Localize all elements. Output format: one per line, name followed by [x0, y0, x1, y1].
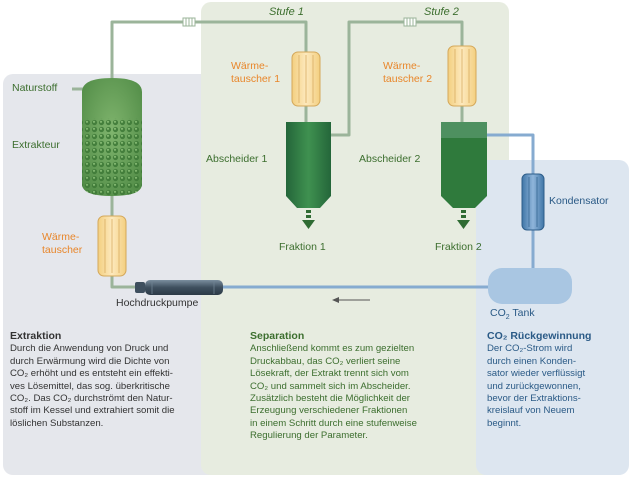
heat-exchanger-2-label-line2: tauscher 2 — [383, 73, 433, 85]
condenser-label: Kondensator — [549, 195, 609, 207]
recovery-line: durch einen Konden- — [487, 355, 577, 367]
separator-2-label: Abscheider 2 — [359, 153, 421, 165]
heat-exchanger-1-label: Wärme- tauscher 1 — [231, 60, 280, 86]
separation-line: CO₂ und sammelt sich im Abscheider. — [250, 380, 411, 392]
separation-description: Separation Anschließend kommt es zum gez… — [250, 330, 417, 443]
heat-exchanger-2 — [447, 45, 477, 107]
extraction-line: ves Lösemittel, das sog. überkritische — [10, 380, 170, 392]
co2-tank-label-suffix: Tank — [509, 307, 535, 319]
fraction-2-arrow — [457, 210, 470, 229]
extraction-line: CO₂ erhöht und es entsteht ein effekti- — [10, 368, 174, 380]
return-pipes — [222, 133, 535, 289]
condenser — [521, 173, 545, 231]
extraction-line: stoff im Kessel und extrahiert somit die — [10, 405, 175, 417]
recovery-line: kreislauf von Neuem — [487, 405, 575, 417]
flow-direction-arrow — [332, 297, 370, 303]
co2-tank-label-prefix: CO — [490, 307, 506, 319]
heat-exchanger-1-label-line2: tauscher 1 — [231, 73, 281, 85]
high-pressure-pump — [135, 280, 223, 295]
pump-label: Hochdruckpumpe — [116, 297, 199, 309]
recovery-heading: CO₂ Rückgewinnung — [487, 330, 592, 342]
separator-2 — [441, 122, 487, 208]
co2-tank — [488, 268, 572, 304]
heat-exchanger-left-label-line1: Wärme- — [42, 231, 80, 243]
heat-exchanger-1-label-line1: Wärme- — [231, 60, 269, 72]
fraction-1-label: Fraktion 1 — [279, 241, 326, 253]
process-pipes — [72, 20, 464, 289]
heat-exchanger-left-label: Wärme- tauscher — [42, 231, 82, 257]
extractor-label: Extrakteur — [12, 139, 60, 151]
recovery-description: CO₂ Rückgewinnung Der CO₂-Strom wird dur… — [487, 330, 591, 430]
separation-line: Lösekraft, der Extrakt trennt sich vom — [250, 368, 409, 380]
extraction-line: löslichen Substanzen. — [10, 417, 104, 429]
recovery-line: und zurückgewonnen, — [487, 380, 581, 392]
heat-exchanger-2-label: Wärme- tauscher 2 — [383, 60, 432, 86]
separation-line: Anschließend kommt es zum gezielten — [250, 343, 415, 355]
co2-tank-label-subscript: 2 — [505, 314, 510, 322]
fraction-2-label: Fraktion 2 — [435, 241, 482, 253]
natural-substance-label: Naturstoff — [12, 82, 58, 94]
extraction-line: Durch die Anwendung von Druck und — [10, 343, 169, 355]
recovery-line: bevor der Extraktions- — [487, 393, 581, 405]
heat-exchanger-1 — [291, 51, 321, 107]
stage-2-label: Stufe 2 — [424, 6, 459, 18]
separator-1-label: Abscheider 1 — [206, 153, 268, 165]
separation-heading: Separation — [250, 330, 305, 342]
heat-exchanger-2-label-line1: Wärme- — [383, 60, 421, 72]
separation-line: in einem Schritt durch eine stufenweise — [250, 417, 417, 429]
fraction-1-arrow — [302, 210, 315, 229]
recovery-panel — [476, 160, 629, 475]
stage-1-label: Stufe 1 — [269, 6, 304, 18]
separation-panel — [201, 2, 509, 475]
extraction-line: CO₂. Das CO₂ durchströmt den Natur- — [10, 393, 173, 405]
extraction-line: durch Erwärmung wird die Dichte von — [10, 355, 170, 367]
recovery-line: beginnt. — [487, 417, 522, 429]
recovery-line: Der CO₂-Strom wird — [487, 343, 573, 355]
separation-line: Druckabbau, das CO₂ verliert seine — [250, 355, 401, 367]
separation-line: Zusätzlich besteht die Möglichkeit der — [250, 393, 410, 405]
separation-line: Regulierung der Parameter. — [250, 430, 368, 442]
extraction-description: Extraktion Durch die Anwendung von Druck… — [10, 330, 175, 430]
separation-line: Erzeugung verschiedener Fraktionen — [250, 405, 408, 417]
extractor-vessel — [82, 78, 142, 196]
co2-tank-label: CO2 Tank — [490, 307, 535, 321]
heat-exchanger-left — [97, 215, 127, 277]
recovery-line: sator wieder verflüssigt — [487, 368, 586, 380]
extraction-heading: Extraktion — [10, 330, 62, 342]
separator-1 — [286, 122, 331, 208]
heat-exchanger-left-label-line2: tauscher — [42, 244, 83, 256]
